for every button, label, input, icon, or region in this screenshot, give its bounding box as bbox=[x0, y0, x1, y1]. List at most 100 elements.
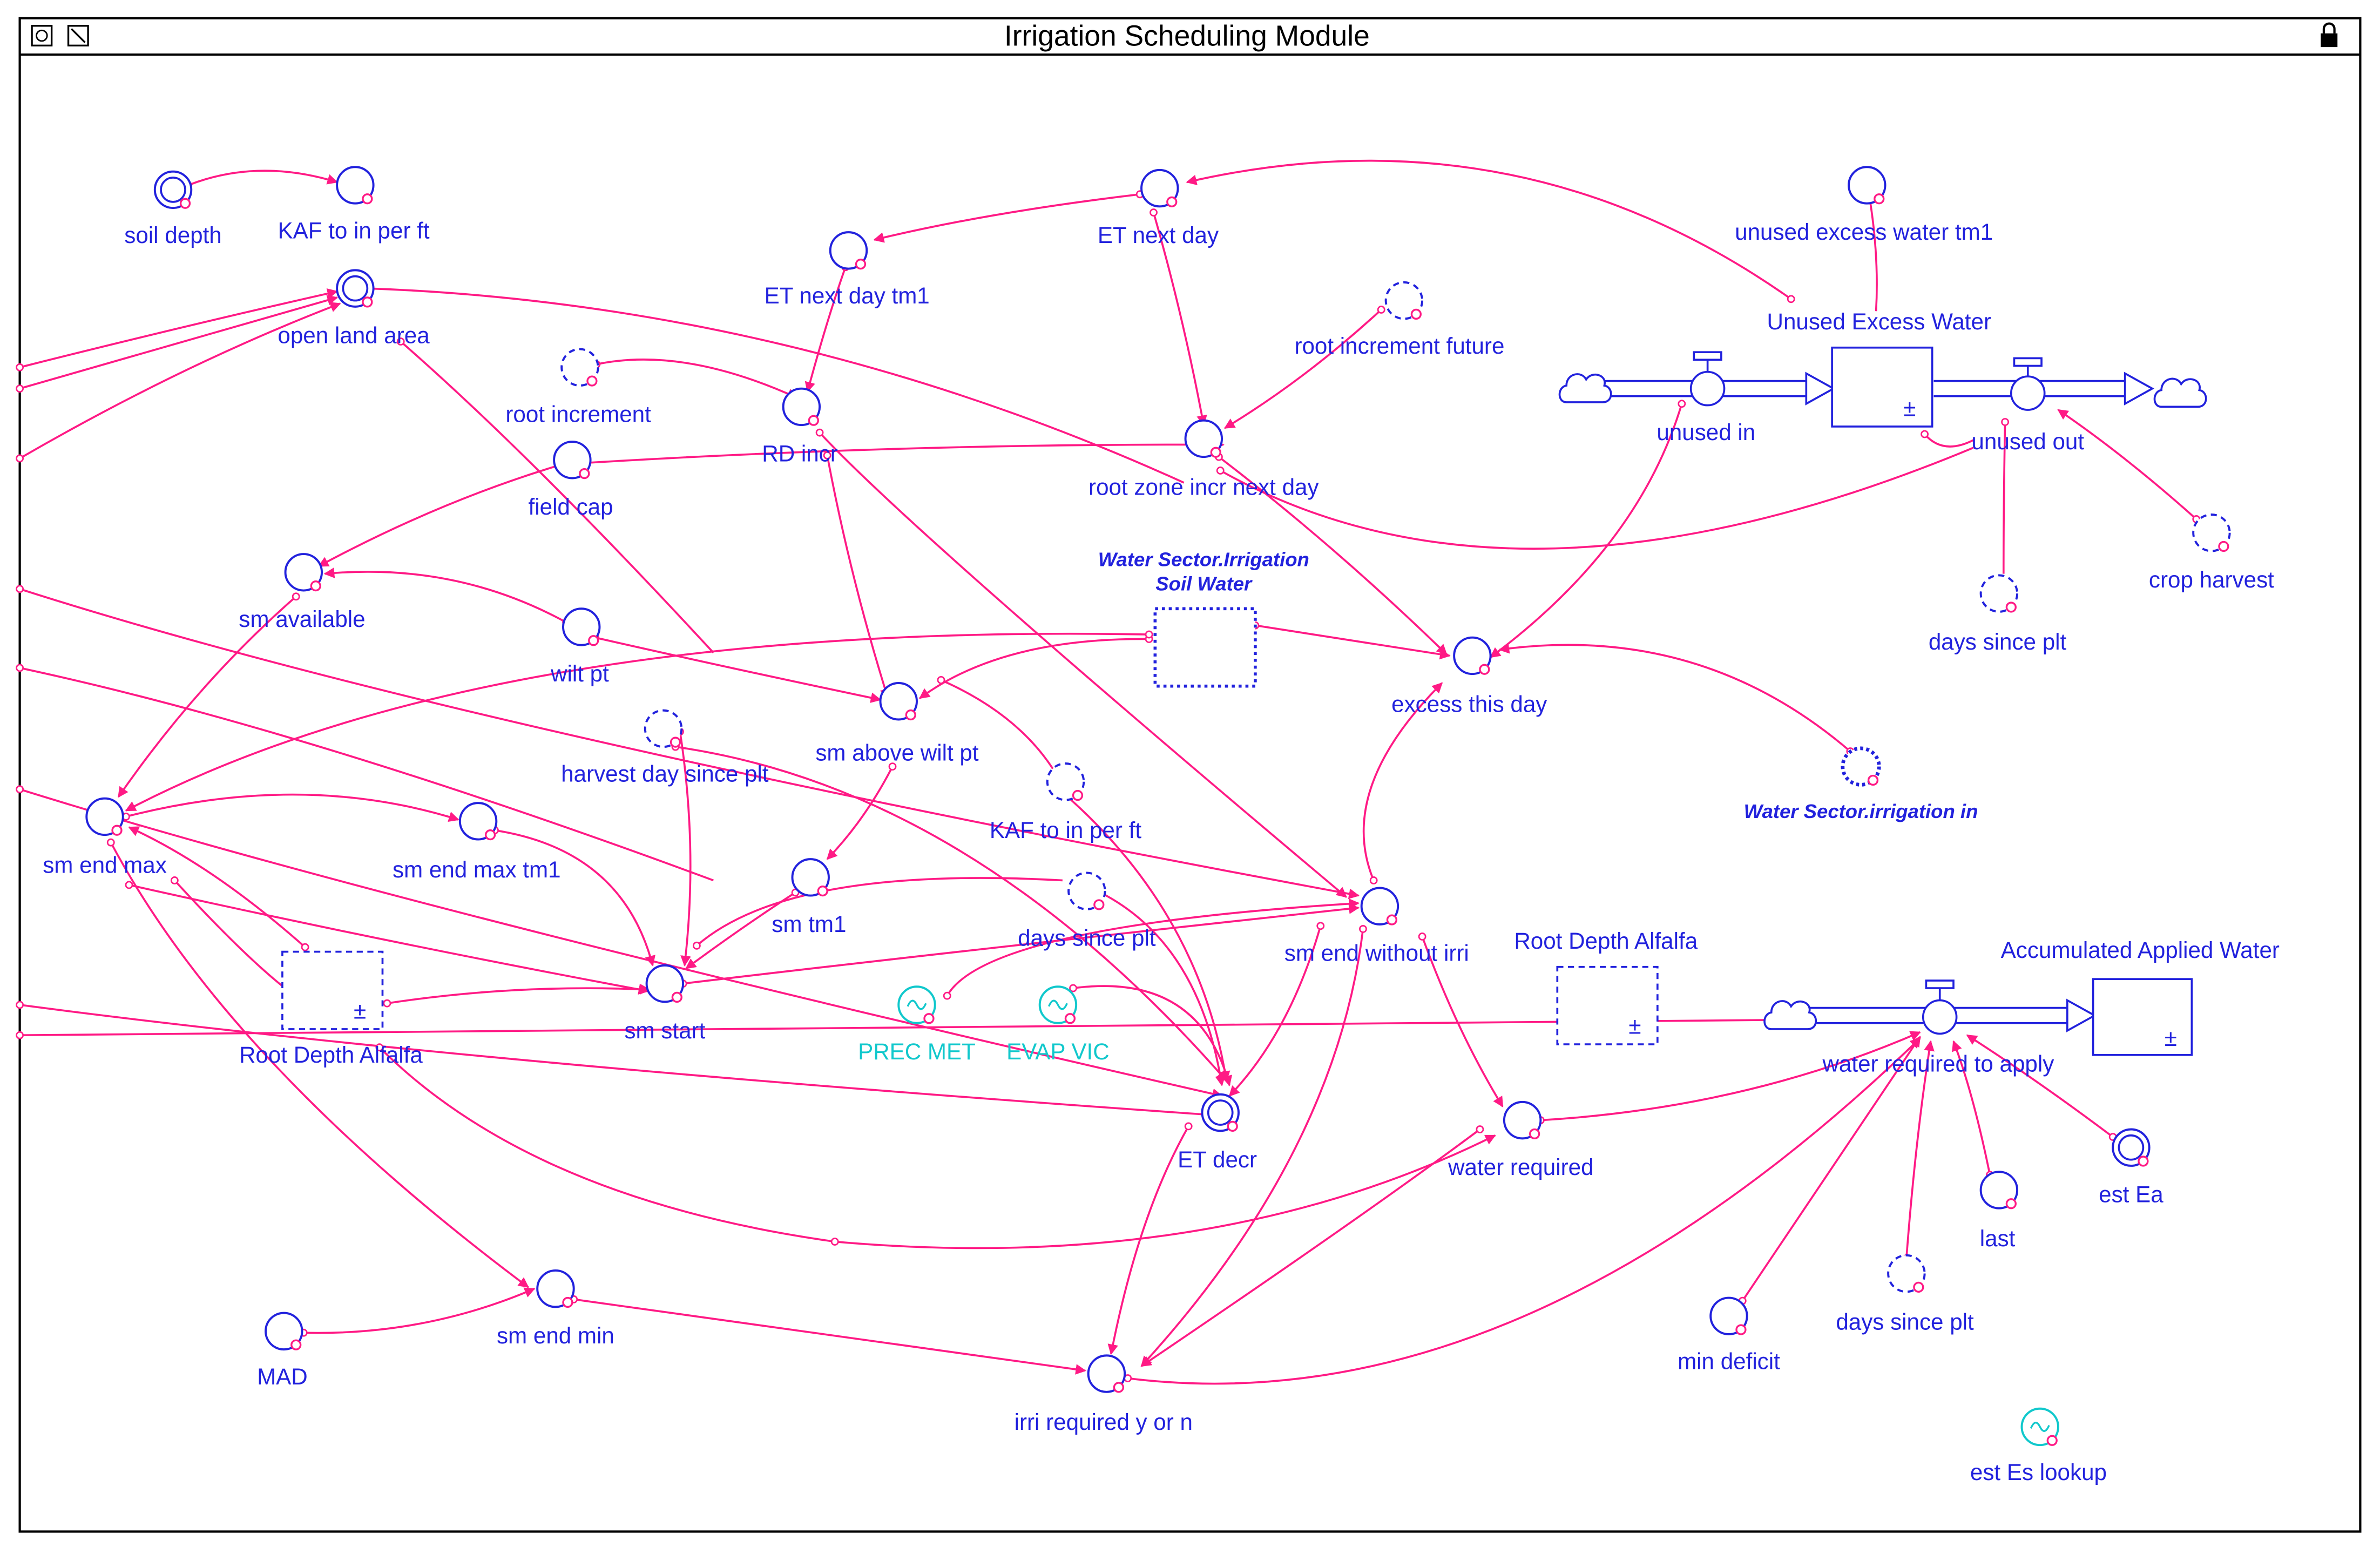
label-water-required-to-apply: water required to apply bbox=[1822, 1051, 2054, 1077]
ghost-stock-root-depth-alfalfa-right[interactable]: ± bbox=[1556, 965, 1659, 1045]
connector-arrow[interactable] bbox=[299, 1287, 536, 1337]
connector-arrow[interactable] bbox=[16, 1001, 1223, 1120]
connector-arrow[interactable] bbox=[375, 1043, 835, 1243]
converter-sm-available[interactable] bbox=[284, 553, 323, 592]
connector-arrow[interactable] bbox=[1490, 400, 1686, 658]
label-root-depth-alfalfa-left: Root Depth Alfalfa bbox=[239, 1042, 423, 1067]
connector-arrow[interactable] bbox=[1921, 430, 1974, 448]
converter-unused-excess-water-tm1[interactable] bbox=[1848, 166, 1887, 205]
valve-icon[interactable] bbox=[2010, 357, 2046, 411]
converter-days-since-plt-top[interactable] bbox=[1979, 574, 2019, 613]
connector-arrow[interactable] bbox=[1186, 159, 1795, 303]
label-est-es-lookup: est Es lookup bbox=[1970, 1460, 2107, 1485]
converter-et-next-day[interactable] bbox=[1140, 168, 1179, 208]
label-est-ea: est Ea bbox=[2099, 1181, 2163, 1207]
connector-arrow[interactable] bbox=[570, 1295, 1086, 1375]
converter-kaf-to-in-per-ft[interactable] bbox=[336, 166, 375, 205]
label-evap-vic: EVAP VIC bbox=[1006, 1039, 1110, 1064]
converter-est-es-lookup[interactable] bbox=[2020, 1407, 2059, 1447]
label-days-since-plt-top: days since plt bbox=[1929, 629, 2067, 654]
converter-field-cap[interactable] bbox=[553, 441, 592, 479]
valve-icon[interactable] bbox=[1922, 979, 1958, 1035]
converter-rd-incr[interactable] bbox=[782, 387, 821, 427]
label-sm-end-without-irri: sm end without irri bbox=[1284, 940, 1469, 965]
connector-arrow[interactable] bbox=[184, 170, 339, 190]
converter-root-zone-incr-next-day[interactable] bbox=[1184, 419, 1223, 458]
connector-arrow[interactable] bbox=[1966, 1034, 2117, 1141]
converter-kaf-to-in-per-ft-2[interactable] bbox=[1046, 762, 1085, 801]
converter-evap-vic[interactable] bbox=[1038, 985, 1078, 1024]
label-unused-excess-water-tm1: unused excess water tm1 bbox=[1735, 219, 1993, 245]
converter-sm-above-wilt-pt[interactable] bbox=[879, 682, 918, 721]
label-root-increment-future: root increment future bbox=[1294, 333, 1504, 359]
converter-prec-met[interactable] bbox=[897, 985, 936, 1024]
label-irri-required-y-or-n: irri required y or n bbox=[1015, 1409, 1193, 1435]
connector-arrow[interactable] bbox=[1223, 306, 1385, 429]
converter-sm-start[interactable] bbox=[645, 964, 685, 1003]
connector-arrow[interactable] bbox=[16, 302, 341, 463]
converter-root-increment-future[interactable] bbox=[1384, 281, 1424, 320]
converter-excess-this-day[interactable] bbox=[1453, 636, 1492, 675]
svg-text:±: ± bbox=[1628, 1013, 1641, 1038]
module-water-sector-irrigation-soil-water[interactable] bbox=[1153, 607, 1257, 688]
connector-arrow[interactable] bbox=[1498, 643, 1855, 755]
converter-et-decr[interactable] bbox=[1201, 1093, 1240, 1132]
window-menu-icon[interactable] bbox=[31, 25, 53, 47]
converter-sm-end-max[interactable] bbox=[85, 797, 124, 836]
converter-harvest-day-since-plt[interactable] bbox=[644, 709, 683, 748]
label-crop-harvest: crop harvest bbox=[2149, 567, 2274, 592]
connector-arrow[interactable] bbox=[1362, 682, 1443, 884]
converter-sm-end-min[interactable] bbox=[536, 1269, 575, 1308]
label-mad: MAD bbox=[257, 1364, 308, 1389]
connector-arrow[interactable] bbox=[125, 881, 650, 995]
label-kaf-to-in-per-ft-2: KAF to in per ft bbox=[990, 817, 1141, 843]
converter-last[interactable] bbox=[1979, 1171, 2019, 1210]
converter-est-ea[interactable] bbox=[2112, 1128, 2151, 1167]
connector-arrow[interactable] bbox=[383, 984, 651, 1008]
converter-water-sector-irrigation-in[interactable] bbox=[1841, 746, 1881, 787]
ghost-stock-root-depth-alfalfa-left[interactable]: ± bbox=[281, 950, 384, 1030]
label-root-depth-alfalfa-right: Root Depth Alfalfa bbox=[1514, 928, 1698, 954]
connector-arrow[interactable] bbox=[592, 359, 798, 399]
connector-arrow[interactable] bbox=[2057, 409, 2201, 523]
converter-sm-tm1[interactable] bbox=[791, 858, 830, 897]
connector-arrow[interactable] bbox=[804, 263, 850, 393]
connector-arrow[interactable] bbox=[1150, 208, 1207, 427]
converter-irri-required-y-or-n[interactable] bbox=[1087, 1354, 1126, 1393]
label-sm-end-max: sm end max bbox=[43, 852, 167, 877]
converter-crop-harvest[interactable] bbox=[2192, 514, 2231, 552]
window-title: Irrigation Scheduling Module bbox=[1004, 20, 1370, 52]
converter-layer bbox=[85, 166, 2231, 1447]
converter-water-required[interactable] bbox=[1503, 1100, 1542, 1140]
lock-icon[interactable] bbox=[2321, 22, 2338, 48]
zoom-icon[interactable] bbox=[67, 25, 89, 47]
converter-days-since-plt-bottom[interactable] bbox=[1887, 1254, 1926, 1293]
converter-sm-end-max-tm1[interactable] bbox=[458, 802, 498, 841]
cloud-icon bbox=[1763, 1000, 1817, 1030]
connector-arrow[interactable] bbox=[2001, 418, 2010, 574]
svg-text:±: ± bbox=[1903, 395, 1916, 421]
connector-arrow[interactable] bbox=[317, 460, 566, 567]
converter-mad[interactable] bbox=[265, 1312, 303, 1351]
converter-root-increment[interactable] bbox=[560, 348, 599, 387]
converter-soil-depth[interactable] bbox=[153, 170, 193, 210]
connector-arrow[interactable] bbox=[873, 190, 1144, 243]
cloud-icon bbox=[2153, 377, 2207, 408]
connector-arrow[interactable] bbox=[1865, 196, 1878, 312]
stock-unused-excess-water[interactable]: ± bbox=[1831, 346, 1933, 428]
converter-et-next-day-tm1[interactable] bbox=[829, 231, 868, 270]
label-prec-met: PREC MET bbox=[858, 1039, 976, 1064]
converter-min-deficit[interactable] bbox=[1709, 1296, 1748, 1335]
converter-days-since-plt-mid[interactable] bbox=[1067, 871, 1106, 910]
converter-sm-end-without-irri[interactable] bbox=[1360, 887, 1399, 925]
stock-accumulated-applied-water[interactable]: ± bbox=[2092, 978, 2193, 1056]
svg-text:±: ± bbox=[354, 998, 366, 1023]
connector-arrow[interactable] bbox=[1902, 1040, 1935, 1262]
connector-arrow[interactable] bbox=[1738, 1036, 1921, 1305]
valve-icon[interactable] bbox=[1689, 351, 1726, 407]
converter-open-land-area[interactable] bbox=[336, 269, 375, 308]
converter-wilt-pt[interactable] bbox=[562, 607, 601, 646]
label-sm-tm1: sm tm1 bbox=[772, 911, 846, 937]
